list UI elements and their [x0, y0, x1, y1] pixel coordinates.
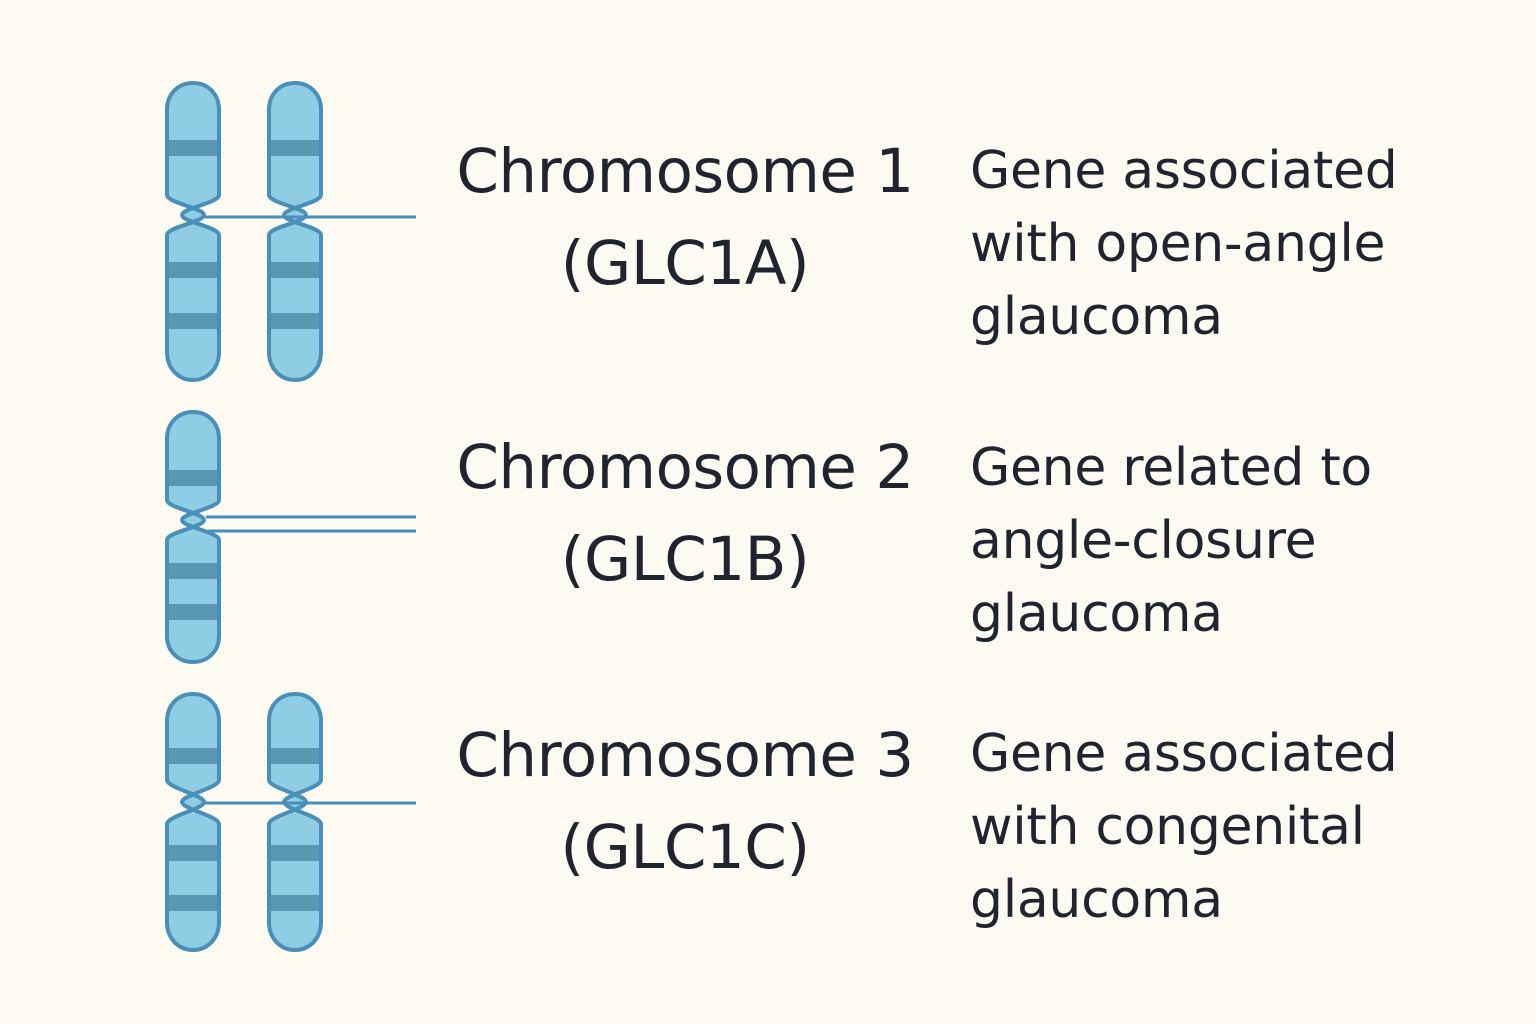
description-line: Gene related to [970, 438, 1372, 498]
chromosome-1-name: Chromosome 1 [456, 136, 914, 207]
chromosome-1-left [165, 80, 221, 383]
chromosome-1-description: Gene associated with open-angle glaucoma [970, 135, 1510, 354]
chromosome-3-pair [165, 691, 416, 953]
chromosome-1-right [267, 80, 323, 383]
chromosome-2-description: Gene related to angle-closure glaucoma [970, 432, 1510, 651]
chromosome-3-left [165, 691, 221, 953]
description-line: with open-angle [970, 214, 1386, 274]
description-line: glaucoma [970, 870, 1223, 930]
description-line: Gene associated [970, 141, 1398, 201]
description-line: glaucoma [970, 287, 1223, 347]
chromosome-1-label: Chromosome 1 (GLC1A) [440, 126, 930, 310]
chromosome-3-gene: (GLC1C) [560, 812, 810, 883]
chromosome-3-name: Chromosome 3 [456, 720, 914, 791]
chromosome-1-gene: (GLC1A) [560, 228, 810, 299]
chromosome-3-label: Chromosome 3 (GLC1C) [440, 710, 930, 894]
chromosome-3-description: Gene associated with congenital glaucoma [970, 718, 1510, 937]
chromosome-2-gene: (GLC1B) [560, 524, 810, 595]
chromosome-1-pair [165, 80, 416, 383]
description-line: with congenital [970, 797, 1365, 857]
description-line: glaucoma [970, 584, 1223, 644]
chromosome-2-name: Chromosome 2 [456, 432, 914, 503]
chromosome-2-label: Chromosome 2 (GLC1B) [440, 422, 930, 606]
chromosome-3-right [267, 691, 323, 953]
description-line: Gene associated [970, 724, 1398, 784]
chromosome-2 [165, 409, 416, 665]
description-line: angle-closure [970, 511, 1317, 571]
